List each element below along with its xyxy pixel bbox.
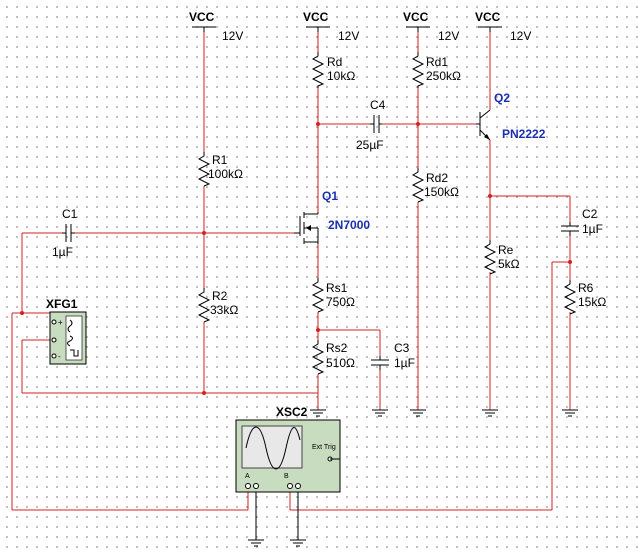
vcc-node-2[interactable]: VCC 12V: [303, 10, 359, 43]
resistor-name: R1: [212, 153, 228, 167]
resistor-rd1[interactable]: Rd1 250kΩ: [411, 52, 461, 88]
sine-wave-icon: [67, 319, 73, 333]
transistor-model: PN2222: [502, 127, 546, 141]
capacitor-c1[interactable]: C1 1µF: [52, 207, 78, 259]
vcc-node-3[interactable]: VCC 12V: [403, 10, 459, 43]
instrument-name: XFG1: [46, 297, 78, 311]
resistor-name: Rd1: [426, 55, 448, 69]
square-wave-icon: [70, 349, 79, 357]
vcc-voltage: 12V: [510, 29, 531, 43]
resistor-value: 100kΩ: [208, 167, 243, 181]
resistor-name: R6: [578, 281, 594, 295]
capacitor-name: C4: [370, 98, 386, 112]
ext-trig-label: Ext Trig: [312, 444, 336, 451]
ground-icon: [248, 539, 264, 547]
channel-b-label: B: [284, 473, 289, 480]
resistor-re[interactable]: Re 5kΩ: [483, 240, 520, 275]
sine-wave-icon: [245, 426, 301, 470]
resistor-name: Rs2: [326, 341, 348, 355]
ground-icon: [372, 409, 388, 417]
channel-a-ground-terminal: [253, 483, 259, 489]
capacitor-value: 1µF: [52, 245, 73, 259]
oscilloscope-xsc2[interactable]: XSC2 Ext Trig A B: [235, 405, 341, 493]
wires: [11, 32, 572, 511]
channel-b-ground-terminal: [295, 483, 301, 489]
vcc-voltage: 12V: [438, 29, 459, 43]
vcc-label: VCC: [189, 10, 215, 24]
resistor-value: 750Ω: [326, 295, 355, 309]
resistor-value: 150kΩ: [424, 185, 459, 199]
capacitor-value: 1µF: [582, 222, 603, 236]
terminal-minus: [51, 353, 57, 359]
transistor-q2[interactable]: Q2 PN2222: [476, 91, 546, 141]
vcc-label: VCC: [303, 10, 329, 24]
resistor-name: R2: [212, 289, 228, 303]
capacitor-c3[interactable]: C3 1µF: [371, 341, 415, 370]
scope-screen: [241, 425, 303, 469]
function-generator-xfg1[interactable]: XFG1 + -: [46, 297, 87, 365]
vcc-label: VCC: [475, 10, 501, 24]
ground-icon: [482, 409, 498, 417]
ground-icon: [290, 539, 306, 547]
capacitor-name: C3: [394, 341, 410, 355]
resistor-value: 250kΩ: [426, 69, 461, 83]
resistor-name: Rd2: [426, 171, 448, 185]
terminal-common: [51, 337, 57, 343]
capacitor-c2[interactable]: C2 1µF: [561, 207, 603, 236]
ground-icon: [562, 409, 578, 417]
terminal-plus-label: +: [58, 318, 63, 327]
ground-icon: [410, 409, 426, 417]
resistor-value: 33kΩ: [210, 303, 238, 317]
resistor-value: 15kΩ: [578, 295, 606, 309]
vcc-node-1[interactable]: VCC 12V: [189, 10, 243, 43]
capacitor-value: 1µF: [394, 356, 415, 370]
transistor-q1[interactable]: Q1 2N7000: [294, 189, 370, 244]
vcc-node-4[interactable]: VCC 12V: [475, 10, 531, 43]
resistor-rs1[interactable]: Rs1 750Ω: [311, 278, 355, 313]
transistor-name: Q1: [322, 189, 338, 203]
channel-b-terminal: [287, 483, 293, 489]
resistor-rd[interactable]: Rd 10kΩ: [311, 52, 355, 88]
ground-icon: [310, 409, 326, 417]
vcc-voltage: 12V: [222, 29, 243, 43]
resistor-name: Rs1: [326, 281, 348, 295]
capacitor-c4[interactable]: C4 25µF: [356, 98, 386, 152]
capacitor-value: 25µF: [356, 138, 384, 152]
terminal-minus-label: -: [58, 352, 61, 361]
triangle-wave-icon: [67, 335, 73, 347]
ground-symbols: [248, 409, 578, 547]
resistor-rs2[interactable]: Rs2 510Ω: [311, 340, 355, 375]
resistor-value: 5kΩ: [498, 257, 520, 271]
resistor-r2[interactable]: R2 33kΩ: [197, 288, 238, 323]
resistor-value: 510Ω: [326, 356, 355, 370]
capacitor-name: C1: [62, 207, 78, 221]
channel-a-label: A: [245, 473, 250, 480]
resistor-name: Re: [498, 243, 514, 257]
channel-a-terminal: [245, 483, 251, 489]
resistor-value: 10kΩ: [327, 69, 355, 83]
resistor-r1[interactable]: R1 100kΩ: [197, 152, 243, 187]
instrument-name: XSC2: [276, 405, 308, 419]
vcc-voltage: 12V: [338, 29, 359, 43]
transistor-model: 2N7000: [328, 218, 370, 232]
resistor-rd2[interactable]: Rd2 150kΩ: [411, 168, 459, 203]
capacitor-name: C2: [582, 207, 598, 221]
resistor-name: Rd: [327, 55, 342, 69]
terminal-plus: [51, 319, 57, 325]
transistor-name: Q2: [494, 91, 510, 105]
resistor-r6[interactable]: R6 15kΩ: [563, 280, 606, 315]
vcc-label: VCC: [403, 10, 429, 24]
